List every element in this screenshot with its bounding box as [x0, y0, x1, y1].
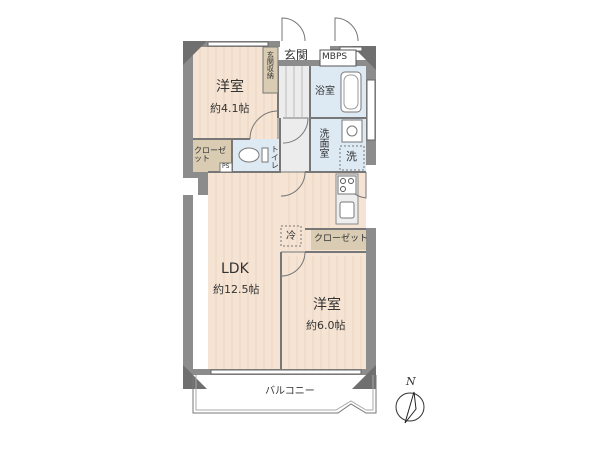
closet2-floor	[311, 229, 366, 250]
wash-basin-bowl	[346, 125, 358, 137]
ldk-name: LDK	[221, 261, 249, 277]
kitchen-sink	[339, 201, 355, 219]
washroom-label: 洗面室	[317, 128, 328, 158]
balcony-outline	[192, 375, 377, 414]
ldk-floor	[208, 172, 281, 369]
closet1-label: クローゼット	[194, 146, 226, 164]
entrance-storage	[262, 46, 279, 94]
bedroom2-size: 約6.0帖	[306, 319, 346, 332]
bath-label: 浴室	[315, 86, 335, 97]
wall-corner-tl	[183, 41, 207, 65]
washer-label: 洗	[346, 150, 357, 163]
wall-corner-tr	[352, 46, 376, 70]
north-label: N	[406, 375, 416, 388]
doors	[249, 17, 367, 277]
toilet-tank	[261, 147, 269, 163]
stove	[337, 175, 357, 195]
balcony-label: バルコニー	[265, 386, 315, 397]
bedroom1-size: 約4.1帖	[210, 102, 250, 115]
fridge-space	[280, 225, 302, 247]
stove-burner-2	[348, 178, 354, 184]
entrance-label: 玄関	[284, 48, 309, 62]
bedroom1-name: 洋室	[216, 79, 244, 95]
bathtub-inner	[343, 74, 359, 110]
mbps-label: MBPS	[322, 52, 348, 62]
balcony-inner-line	[195, 375, 374, 411]
ps-label: PS	[222, 163, 230, 170]
wall-corner-bl	[183, 365, 207, 389]
north-compass-icon	[395, 391, 425, 424]
ldk-size: 約12.5帖	[213, 283, 260, 296]
closet2-label: クローゼット	[314, 234, 369, 244]
wash-basin	[341, 119, 363, 143]
windows	[207, 41, 376, 375]
washer-space	[339, 145, 365, 171]
entrance-step-lines	[285, 66, 303, 118]
stove-burner-3	[340, 186, 346, 192]
wall-corner-br	[352, 365, 376, 389]
fridge-label: 冷	[286, 231, 296, 242]
toilet-label: トイレ	[270, 145, 280, 169]
toilet-bowl	[238, 147, 260, 163]
mbps-box	[319, 49, 357, 67]
entrance-storage-label: 玄関収納	[266, 51, 275, 79]
stove-burner-1	[340, 178, 346, 184]
bedroom2-name: 洋室	[313, 297, 341, 313]
ps-box	[219, 162, 233, 173]
